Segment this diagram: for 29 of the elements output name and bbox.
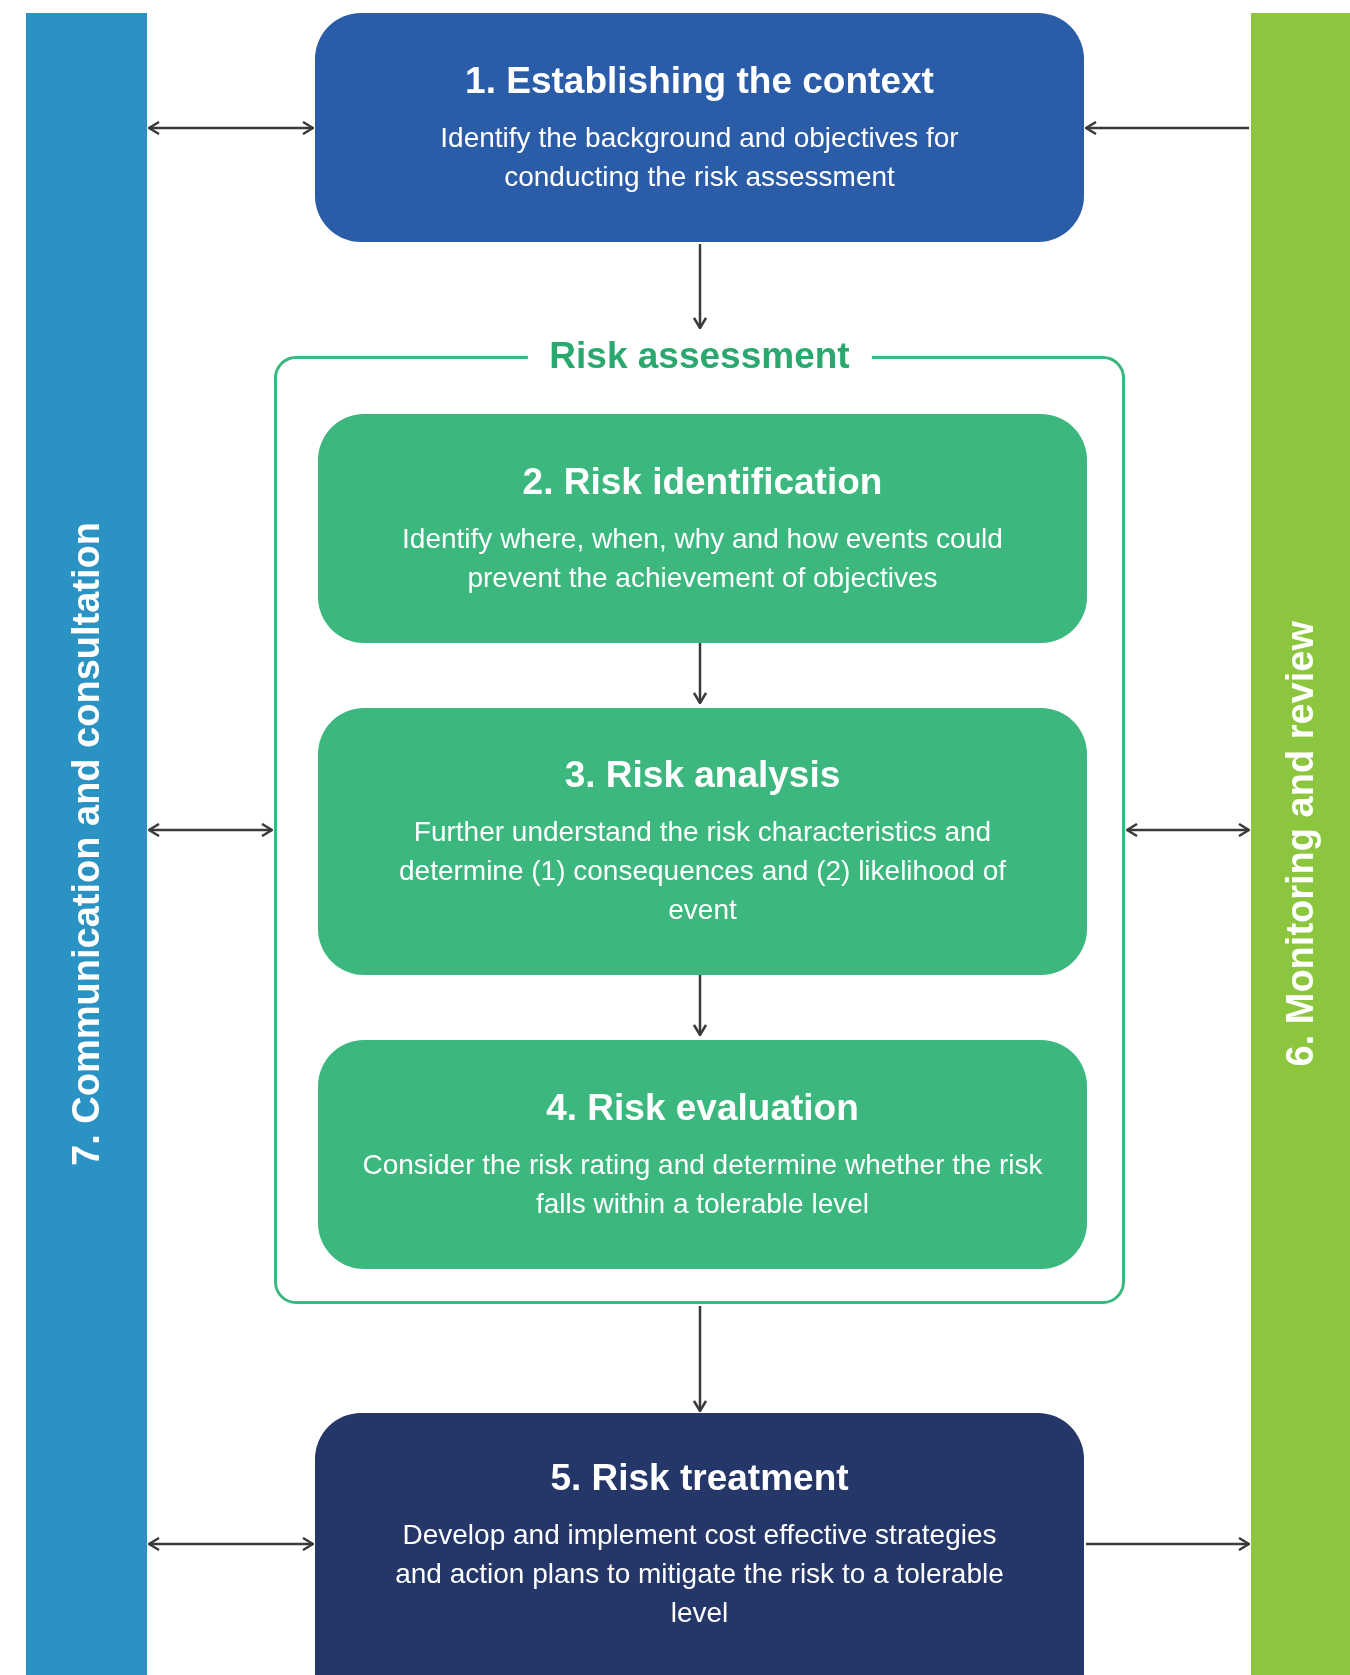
band-title: 6. Monitoring and review <box>1279 621 1322 1067</box>
arrow <box>147 120 315 136</box>
band-title: 7. Communication and consultation <box>65 522 108 1166</box>
arrow <box>147 822 274 838</box>
process-box <box>315 1413 1084 1675</box>
side-band <box>26 13 147 1675</box>
arrow <box>692 642 708 705</box>
step-description: Further understand the risk characteristics and determine (1) consequences and (2) likelihood of event <box>398 815 1007 927</box>
arrow <box>1084 120 1249 136</box>
arrow <box>147 1536 315 1552</box>
process-box <box>315 13 1084 242</box>
step-heading: 3. Risk analysis <box>564 754 841 796</box>
arrow <box>692 974 708 1037</box>
step-description: Consider the risk rating and determine whether the risk falls within a tolerable level <box>361 1147 1044 1221</box>
step-heading: 1. Establishing the context <box>465 59 934 102</box>
step-heading: 2. Risk identification <box>522 460 883 503</box>
step-description: Develop and implement cost effective strategies and action plans to mitigate the risk to a tolerable level <box>394 1517 1005 1630</box>
step-heading: 5. Risk treatment <box>550 1456 849 1499</box>
side-band <box>1251 13 1350 1675</box>
step-description: Identify the background and objectives for conducting the risk assessment <box>439 120 960 194</box>
step-heading: 4. Risk evaluation <box>546 1086 859 1129</box>
process-box <box>318 708 1087 975</box>
arrow <box>692 1306 708 1413</box>
arrow <box>1125 822 1251 838</box>
process-box <box>318 414 1087 643</box>
arrow <box>692 244 708 330</box>
step-description: Identify where, when, why and how events could prevent the achievement of objectives <box>401 521 1004 595</box>
arrow <box>1086 1536 1251 1552</box>
process-box <box>318 1040 1087 1269</box>
